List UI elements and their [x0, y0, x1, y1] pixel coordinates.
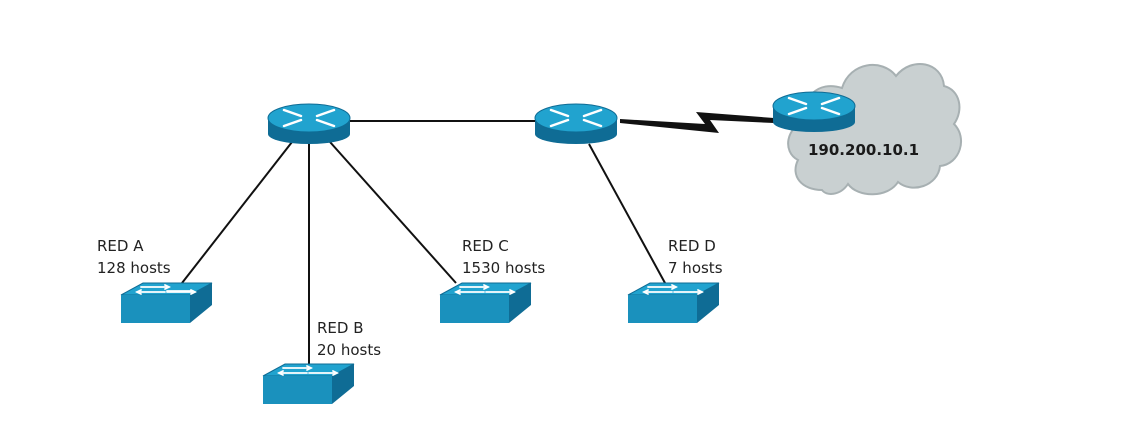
router-icon	[772, 91, 856, 132]
cloud-ip-label: 190.200.10.1	[808, 141, 919, 159]
serial-link-zigzag	[620, 112, 774, 133]
switch-icon	[627, 282, 720, 323]
network-d-name: RED D	[668, 237, 716, 255]
network-b-name: RED B	[317, 319, 364, 337]
network-a-name: RED A	[97, 237, 144, 255]
network-b-hosts: 20 hosts	[317, 341, 381, 359]
network-c-name: RED C	[462, 237, 509, 255]
network-c-hosts: 1530 hosts	[462, 259, 545, 277]
switch-icon	[262, 363, 355, 404]
link-router1-switch-c	[329, 141, 457, 284]
network-a-hosts: 128 hosts	[97, 259, 171, 277]
link-router2-switch-d	[588, 143, 666, 284]
router-icon	[267, 103, 351, 144]
network-d-hosts: 7 hosts	[668, 259, 723, 277]
switch-icon	[439, 282, 532, 323]
router-icon	[534, 103, 618, 144]
link-router1-switch-a	[181, 141, 293, 284]
links	[181, 120, 666, 365]
switch-icon	[120, 282, 213, 323]
